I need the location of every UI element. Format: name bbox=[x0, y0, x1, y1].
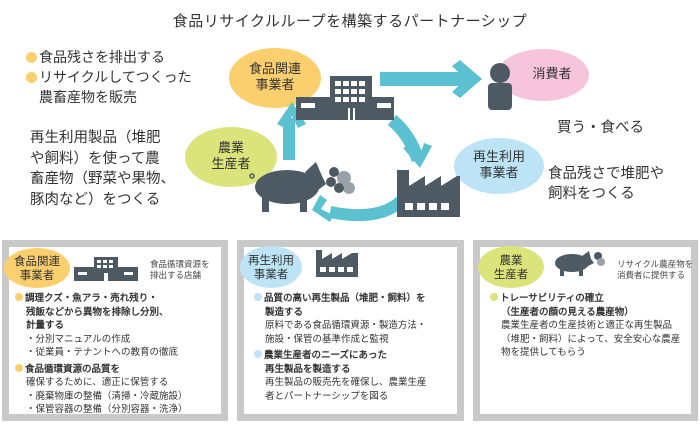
bullet-dot-icon bbox=[26, 52, 37, 63]
note-line: リサイクル農産物を bbox=[617, 260, 694, 270]
text-line: 飼料をつくる bbox=[548, 186, 635, 202]
panel-farmer bbox=[473, 240, 698, 421]
badge-line: 事業者 bbox=[19, 268, 55, 282]
panel-content: トレーサビリティの確立 （生産者の顔の見える農産物） 農業生産者の生産技術と適正… bbox=[490, 292, 680, 360]
panel-recycler bbox=[237, 240, 464, 421]
badge-line: 再生利用 bbox=[248, 253, 294, 267]
arrow-to-farmer bbox=[312, 195, 407, 222]
detail-line: 物を提供してもらう bbox=[501, 347, 586, 358]
badge-line: 事業者 bbox=[253, 267, 289, 281]
text-line: 豚肉など）をつくる bbox=[30, 191, 161, 208]
recycling-loop-graphic bbox=[249, 60, 512, 222]
panel-note: 食品循環資源を 排出する店舗 bbox=[150, 260, 210, 282]
heading-line: 残飯などから異物を排除し分別、 bbox=[26, 306, 169, 318]
detail-line: 再生製品の販売先を確保し、農業生産 bbox=[265, 377, 427, 388]
diagram-title: 食品リサイクルループを構築するパートナーシップ bbox=[172, 12, 528, 30]
panel-badge-recycler: 再生利用事業者 bbox=[240, 246, 302, 288]
pig-icon bbox=[555, 251, 605, 276]
badge-line: 食品関連 bbox=[14, 254, 60, 268]
label-line: 農業 bbox=[217, 141, 244, 156]
detail-line: 原料である食品循環資源・製造方法・ bbox=[265, 320, 427, 331]
person-icon bbox=[488, 63, 512, 110]
detail-line: ・分別マニュアルの作成 bbox=[26, 333, 131, 345]
building-icon bbox=[74, 257, 138, 281]
bullet-text: リサイクルしてつくった bbox=[39, 70, 192, 86]
panel-badge-food-business: 食品関連事業者 bbox=[4, 248, 70, 288]
label-line: 生産者 bbox=[211, 157, 251, 172]
panel-content: 調理クズ・魚アラ・売れ残り・ 残飯などから異物を排除し分別、 計量する ・分別マ… bbox=[15, 292, 188, 417]
heading-line: 製造する bbox=[265, 306, 304, 318]
label-line: 再生利用 bbox=[472, 150, 525, 165]
detail-line: ・廃棄物庫の整備（清掃・冷蔵施設） bbox=[26, 390, 188, 402]
label-line: 事業者 bbox=[255, 78, 295, 93]
recycler-role-text: 食品残さで堆肥や 飼料をつくる bbox=[548, 164, 664, 204]
arrow-to-recycler bbox=[387, 115, 432, 168]
recycler-label: 再生利用事業者 bbox=[454, 138, 544, 194]
bullet-dot-icon bbox=[26, 72, 37, 83]
panel-content: 品質の高い再生製品（堆肥・飼料）を 製造する 原料である食品循環資源・製造方法・… bbox=[254, 292, 427, 403]
heading-line: 品質の高い再生製品（堆肥・飼料）を bbox=[264, 293, 426, 304]
detail-line: 者とパートナーシップを図る bbox=[265, 390, 389, 402]
detail-line: 施設・保管の基準作成と監視 bbox=[265, 333, 389, 345]
pig-icon bbox=[249, 162, 326, 212]
text-line: 畜産物（野菜や果物、 bbox=[30, 171, 175, 187]
label-line: 消費者 bbox=[532, 67, 572, 82]
arrow-to-food-business bbox=[277, 102, 306, 160]
factory-icon bbox=[397, 170, 460, 217]
bullet-dot-icon bbox=[254, 350, 262, 358]
note-line: 消費者に提供する bbox=[617, 271, 686, 281]
food-business-role-text: 食品残さを排出する リサイクルしてつくった 農畜産物を販売 bbox=[26, 48, 192, 108]
farmer-role-text: 再生利用製品（堆肥 や飼料）を使って農 畜産物（野菜や果物、 豚肉など）をつくる bbox=[30, 128, 175, 210]
heading-line: （生産者の顔の見える農産物） bbox=[501, 306, 634, 318]
bullet-text: 食品残さを排出する bbox=[39, 50, 165, 66]
note-line: 排出する店舗 bbox=[150, 271, 202, 281]
building-icon bbox=[296, 76, 394, 120]
bullet-text: 農畜産物を販売 bbox=[39, 90, 137, 106]
label-line: 事業者 bbox=[479, 166, 519, 181]
arrow-to-consumer bbox=[380, 60, 482, 98]
bullet-dot-icon bbox=[254, 293, 262, 301]
badge-line: 農業 bbox=[499, 253, 523, 267]
detail-line: ・保管容器の整備（分別容器・洗浄） bbox=[26, 404, 188, 415]
heading-line: 再生製品を製造する bbox=[265, 363, 351, 375]
factory-icon bbox=[316, 250, 358, 277]
consumer-role-text: 買う・食べる bbox=[557, 120, 644, 136]
bullet-dot-icon bbox=[15, 363, 23, 372]
text-line: 再生利用製品（堆肥 bbox=[30, 130, 161, 146]
heading-line: 食品循環資源の品質を bbox=[25, 363, 121, 375]
vegetable-icon bbox=[326, 167, 355, 194]
badge-line: 生産者 bbox=[493, 267, 529, 281]
heading-line: 計量する bbox=[26, 320, 65, 331]
panel-badge-farmer: 農業生産者 bbox=[478, 246, 544, 288]
panel-note: リサイクル農産物を 消費者に提供する bbox=[617, 260, 693, 282]
bullet-dot-icon bbox=[15, 293, 23, 301]
note-line: 食品循環資源を bbox=[150, 260, 210, 270]
text-line: 食品残さで堆肥や bbox=[548, 166, 664, 182]
detail-line: （堆肥・飼料）によって、安全安心な農産 bbox=[501, 333, 681, 345]
detail-line: 農業生産者の生産技術と適正な再生製品 bbox=[501, 320, 673, 331]
heading-line: トレーサビリティの確立 bbox=[500, 293, 604, 304]
heading-line: 農業生産者のニーズにあった bbox=[264, 350, 388, 361]
detail-line: ・従業員・テナントへの教育の徹底 bbox=[26, 347, 179, 358]
text-line: や飼料）を使って農 bbox=[30, 150, 160, 167]
heading-line: 確保するために、適正に保管する bbox=[26, 377, 169, 388]
consumer-label: 消費者 bbox=[497, 49, 589, 101]
label-line: 食品関連 bbox=[248, 62, 301, 77]
heading-line: 調理クズ・魚アラ・売れ残り・ bbox=[25, 293, 158, 304]
bullet-dot-icon bbox=[490, 293, 498, 301]
